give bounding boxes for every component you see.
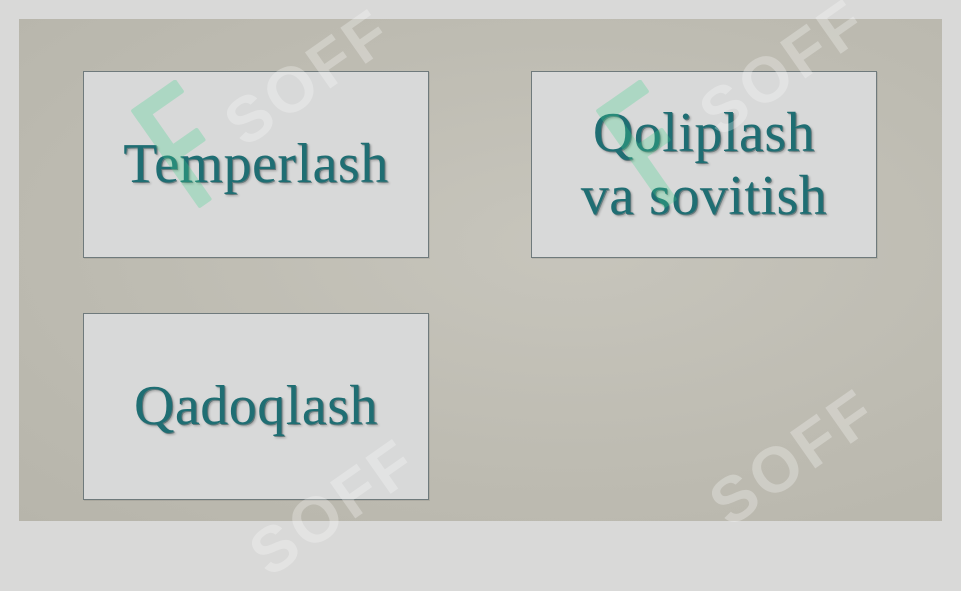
card-qoliplash: Qoliplash va sovitish [531, 71, 877, 258]
card-label: Qadoqlash [133, 375, 378, 438]
card-label: Qoliplash va sovitish [580, 101, 828, 227]
slide: Temperlash Qoliplash va sovitish Qadoqla… [19, 19, 942, 521]
card-temperlash: Temperlash [83, 71, 429, 258]
card-label: Temperlash [123, 133, 389, 196]
card-qadoqlash: Qadoqlash [83, 313, 429, 500]
